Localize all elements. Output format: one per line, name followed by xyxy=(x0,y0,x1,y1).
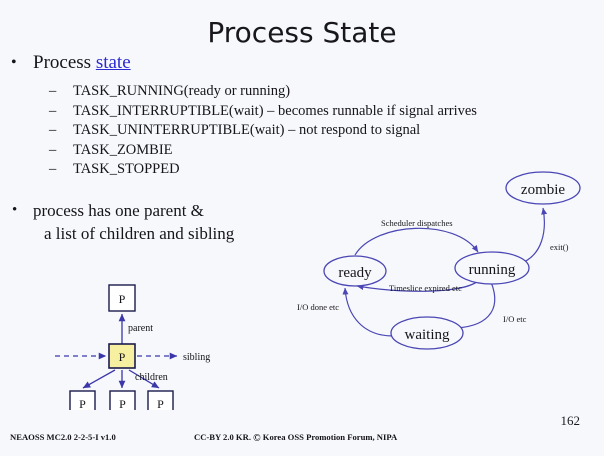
state-label: zombie xyxy=(521,182,565,198)
process-state-machine: Scheduler dispatches Timeslice expired e… xyxy=(297,171,581,350)
dash-marker: – xyxy=(49,102,57,119)
bullet-line-1: process has one parent & xyxy=(33,201,204,220)
task-state-list: –TASK_RUNNING(ready or running) –TASK_IN… xyxy=(45,82,565,180)
tree-node-child: P xyxy=(69,390,96,410)
organization-label: Korea OSS Promotion Forum, NIPA xyxy=(262,432,398,442)
bullet-text: Process xyxy=(33,52,96,73)
bullet-process-state: • Process state xyxy=(11,52,131,74)
list-item-label: TASK_STOPPED xyxy=(73,161,180,177)
list-item-label: TASK_UNINTERRUPTIBLE(wait) – not respond… xyxy=(73,122,421,138)
transition-waiting-to-ready xyxy=(342,287,394,337)
footer-license: CC-BY 2.0 KR. © Korea OSS Promotion Foru… xyxy=(194,432,397,444)
edge-label-io-done-etc: I/O done etc xyxy=(297,302,339,312)
tree-node-self: P xyxy=(108,343,136,369)
list-item: –TASK_UNINTERRUPTIBLE(wait) – not respon… xyxy=(45,121,565,141)
list-item: –TASK_INTERRUPTIBLE(wait) – becomes runn… xyxy=(45,102,565,122)
edge-label-exit: exit() xyxy=(550,242,569,252)
edge-label-timeslice-expired: Timeslice expired etc xyxy=(389,283,462,293)
state-node-running[interactable]: running xyxy=(454,251,530,285)
page-title: Process State xyxy=(207,16,397,49)
tree-node-label: P xyxy=(79,397,86,410)
list-item: –TASK_STOPPED xyxy=(45,160,565,180)
state-node-zombie[interactable]: zombie xyxy=(505,171,581,205)
process-relationship-tree: P parent P sibling children P P P xyxy=(55,284,210,410)
state-node-ready[interactable]: ready xyxy=(323,255,387,287)
list-item-label: TASK_RUNNING(ready or running) xyxy=(73,83,291,99)
footer-course-code: NEAOSS MC2.0 2-2-5-I v1.0 xyxy=(10,432,116,442)
page-number: 162 xyxy=(560,413,581,428)
edge-label-parent: parent xyxy=(128,323,153,334)
edge-label-scheduler-dispatches: Scheduler dispatches xyxy=(381,218,453,228)
tree-node-child: P xyxy=(109,390,136,410)
list-item: –TASK_RUNNING(ready or running) xyxy=(45,82,565,102)
state-label: running xyxy=(469,262,516,278)
dash-marker: – xyxy=(49,122,57,138)
state-label: ready xyxy=(338,265,372,281)
tree-node-label: P xyxy=(119,350,126,364)
bullet-marker: • xyxy=(12,202,18,218)
tree-node-label: P xyxy=(119,397,126,410)
edge-child-1 xyxy=(82,369,116,389)
list-item: –TASK_ZOMBIE xyxy=(45,141,565,161)
list-item-label: TASK_ZOMBIE xyxy=(73,141,173,158)
bullet-marker: • xyxy=(11,54,17,71)
transition-running-to-zombie xyxy=(518,207,548,265)
state-label: waiting xyxy=(405,327,450,343)
copyright-icon: © xyxy=(253,433,261,444)
tree-node-child: P xyxy=(147,390,174,410)
tree-node-label: P xyxy=(119,292,126,306)
link-state[interactable]: state xyxy=(95,52,131,73)
list-item-label: TASK_INTERRUPTIBLE(wait) – becomes runna… xyxy=(73,102,477,119)
edge-label-io-etc: I/O etc xyxy=(503,314,527,324)
dash-marker: – xyxy=(49,161,57,177)
dash-marker: – xyxy=(49,141,57,158)
dash-marker: – xyxy=(49,83,57,99)
edge-child-3 xyxy=(128,369,160,389)
bullet-process-parent: • process has one parent & a list of chil… xyxy=(12,199,235,245)
bullet-line-2: a list of children and sibling xyxy=(44,224,235,243)
edge-label-children: children xyxy=(135,372,168,383)
tree-node-parent: P xyxy=(108,284,136,312)
state-node-waiting[interactable]: waiting xyxy=(390,316,464,350)
transition-ready-to-running xyxy=(354,227,479,256)
edge-label-sibling: sibling xyxy=(183,352,210,363)
tree-node-label: P xyxy=(157,397,164,410)
license-label: CC-BY 2.0 KR. xyxy=(194,432,251,442)
